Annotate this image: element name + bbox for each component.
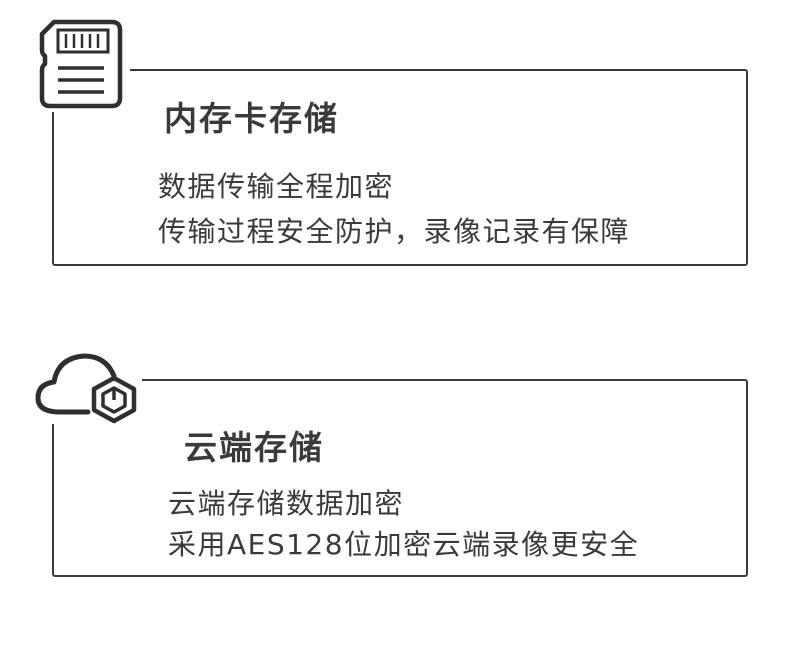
section-description-line: 传输过程安全防护，录像记录有保障	[158, 215, 631, 248]
section-description-line: 数据传输全程加密	[158, 170, 395, 203]
memory-card-storage-card	[52, 69, 748, 266]
sd-card-icon	[30, 14, 130, 112]
section-title: 内存卡存储	[164, 99, 339, 138]
cloud-security-icon	[30, 348, 142, 424]
section-description-line: 云端存储数据加密	[168, 487, 405, 520]
section-description-line: 采用AES128位加密云端录像更安全	[168, 528, 640, 561]
section-title: 云端存储	[184, 428, 324, 467]
cloud-storage-card	[52, 379, 748, 577]
